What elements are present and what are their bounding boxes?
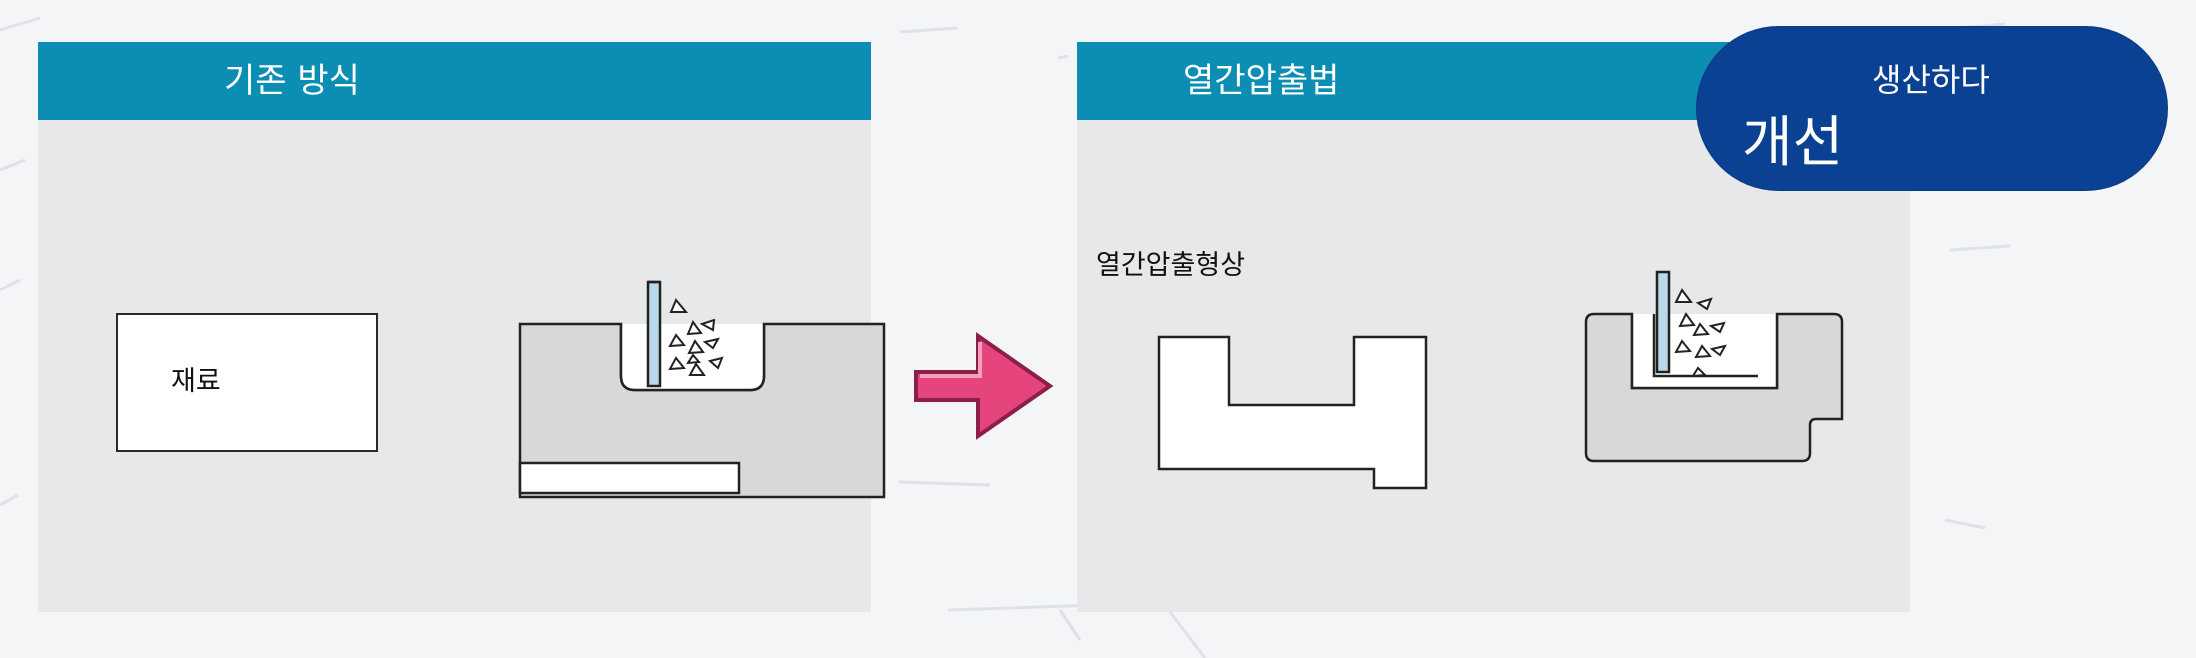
- after-chips-icon: [1674, 288, 1727, 378]
- after-cutting-tool-icon: [1655, 270, 1671, 374]
- before-chips-icon: [668, 298, 724, 376]
- before-cutting-tool-icon: [646, 280, 662, 388]
- before-panel: 기존 방식 재료: [38, 42, 886, 612]
- raw-material-label: 재료: [171, 366, 221, 397]
- improvement-badge: 생산하다 개선: [1697, 27, 2167, 190]
- before-panel-header: 기존 방식: [38, 42, 871, 120]
- before-panel-title: 기존 방식: [224, 61, 360, 101]
- raw-material-box: 재료: [116, 313, 378, 452]
- process-arrow-icon: [914, 332, 1054, 440]
- extrusion-shape-label: 열간압출형상: [1096, 250, 1246, 281]
- extrusion-shape-diagram: [1157, 335, 1428, 490]
- after-machining-diagram: [1584, 270, 1844, 463]
- badge-small-text: 생산하다: [1872, 61, 1990, 99]
- after-inner-channel: [1652, 314, 1758, 378]
- badge-large-text: 개선: [1742, 110, 1844, 174]
- before-machining-diagram: [518, 280, 886, 499]
- after-panel-title: 열간압출법: [1183, 61, 1340, 101]
- before-bottom-slot: [518, 461, 741, 495]
